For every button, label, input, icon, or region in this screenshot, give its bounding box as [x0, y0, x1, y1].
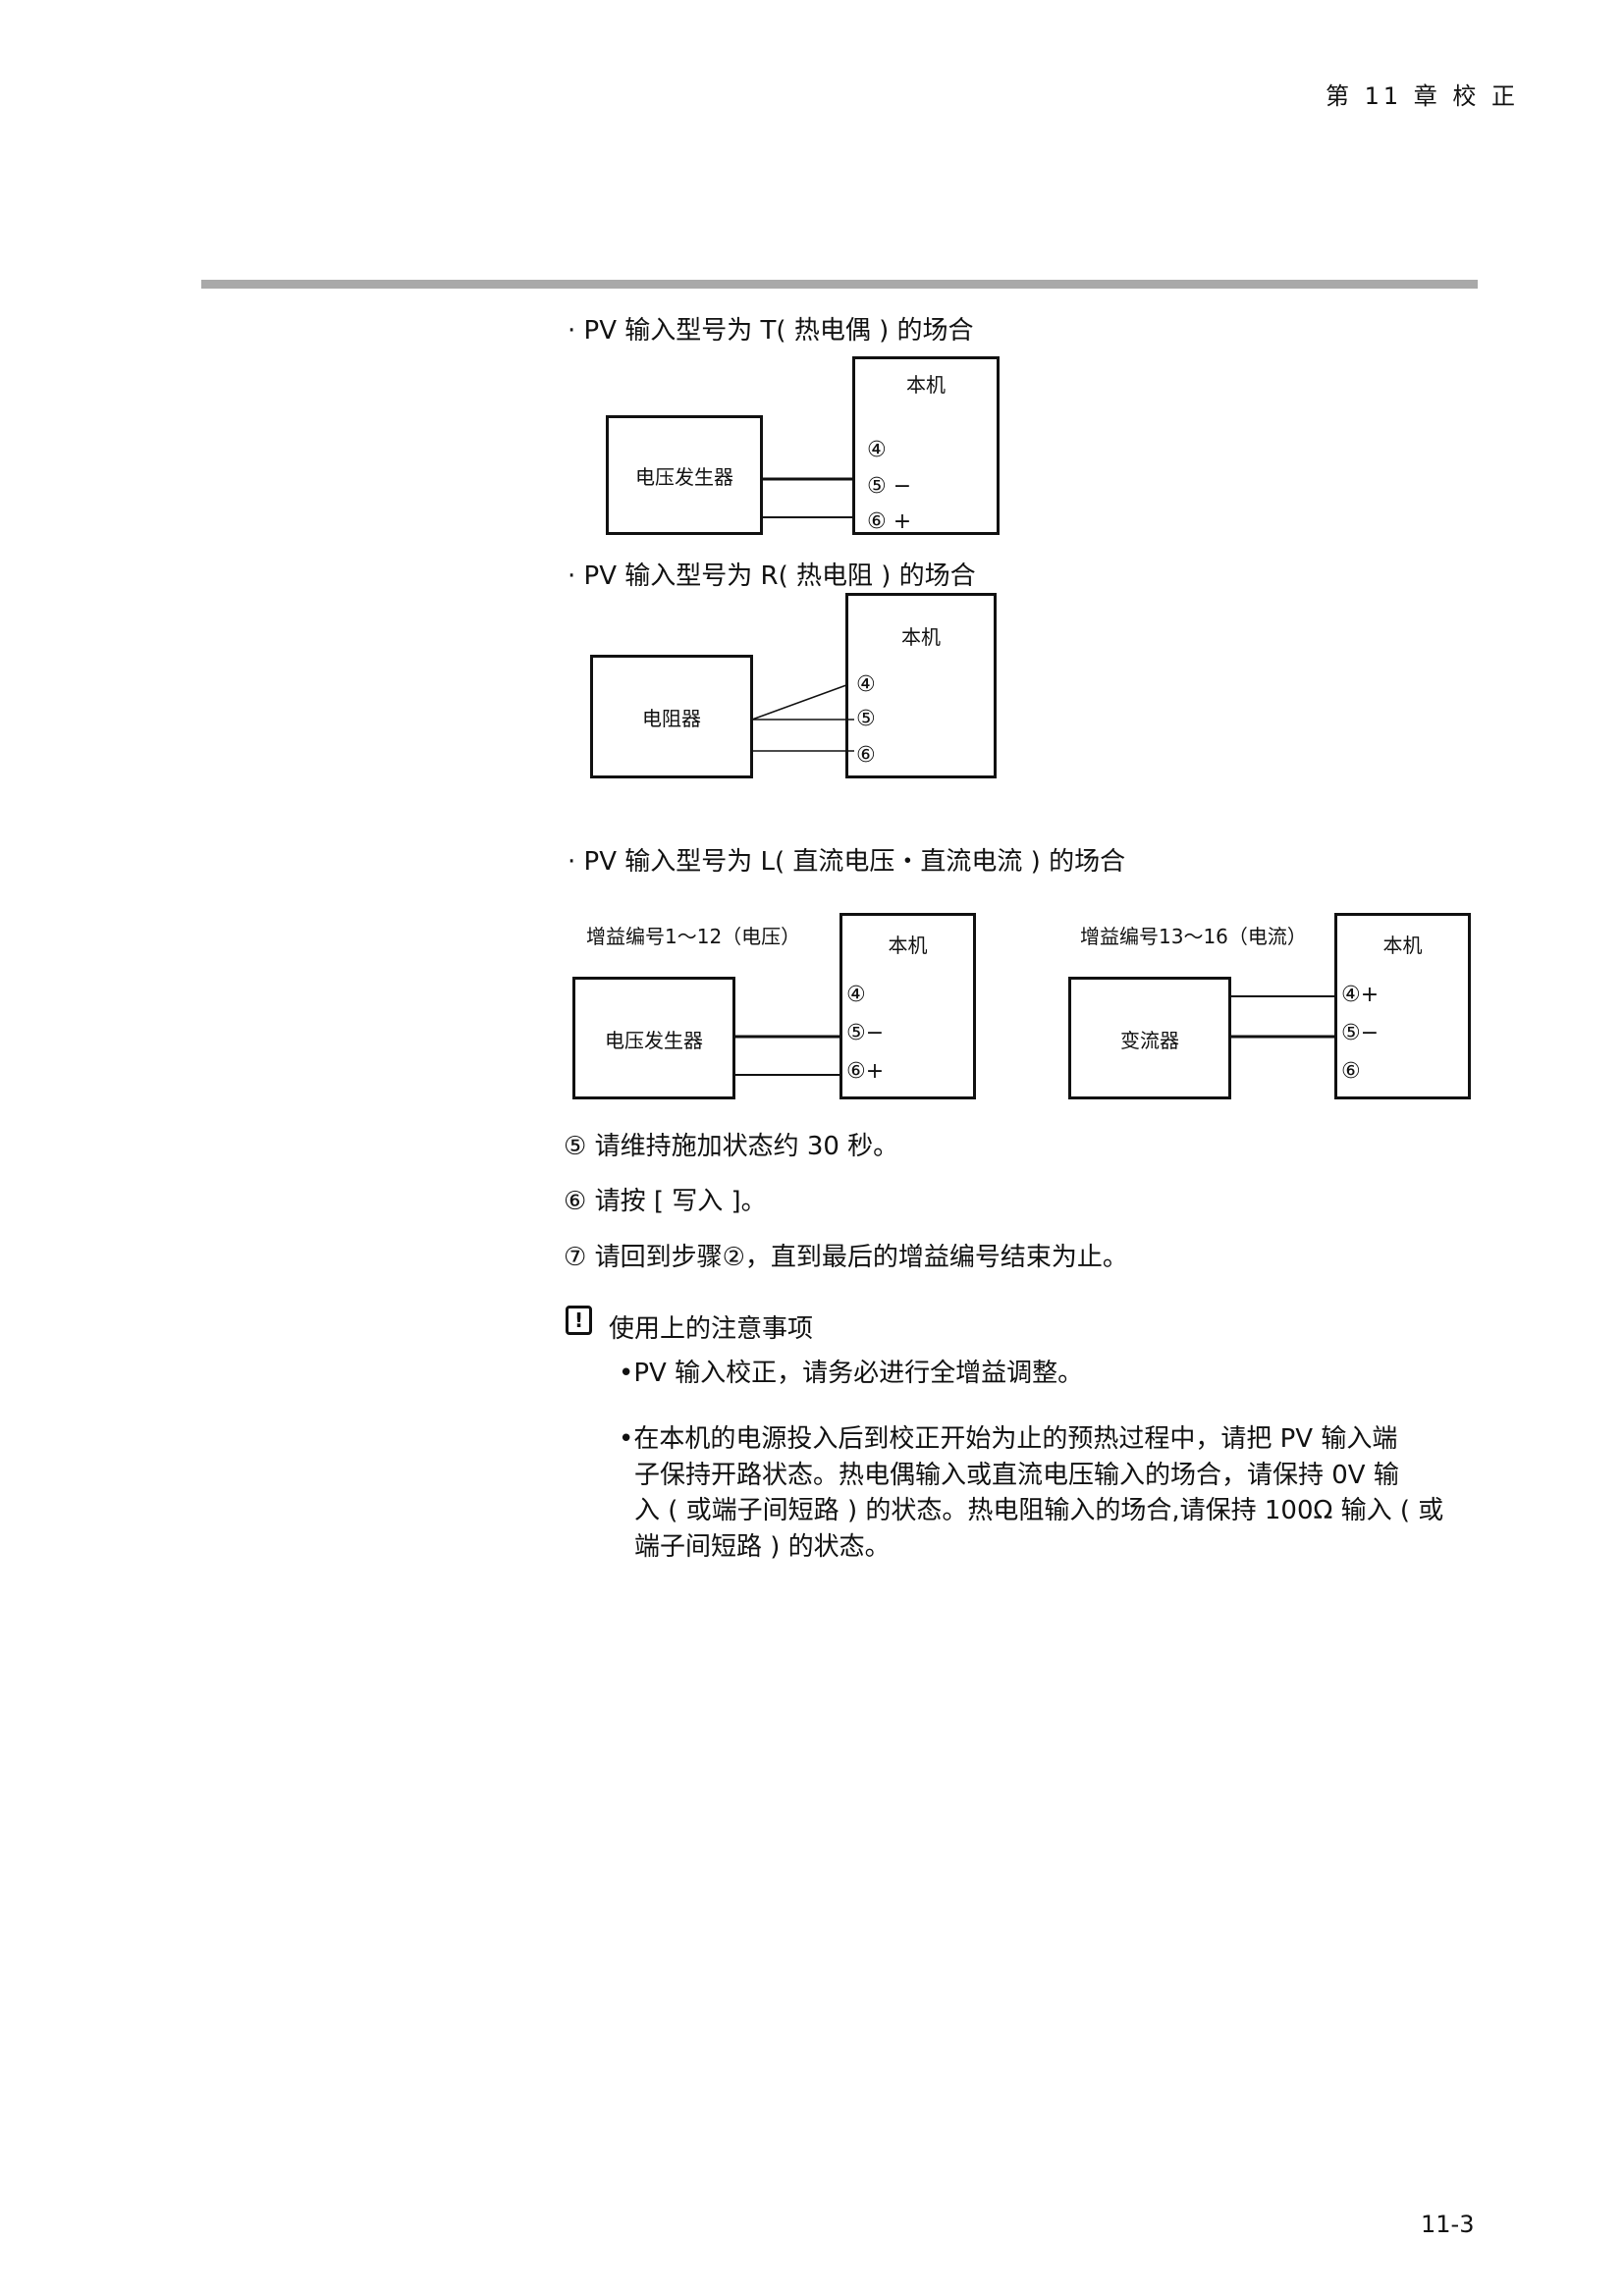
terminal-5: ⑤ −: [867, 474, 912, 499]
caution-bullet-2-line-2: 子保持开路状态。热电偶输入或直流电压输入的场合，请保持 0V 输: [634, 1461, 1399, 1490]
converter-box: 变流器: [1068, 977, 1231, 1099]
terminal-4: ④: [856, 672, 876, 697]
unit-label: 本机: [1382, 934, 1423, 957]
header-rule: [201, 280, 1478, 289]
terminal-4: ④+: [1341, 983, 1380, 1007]
step-7: ⑦ 请回到步骤②，直到最后的增益编号结束为止。: [564, 1243, 1128, 1272]
unit-label: 本机: [906, 373, 946, 397]
section-title-r: · PV 输入型号为 R( 热电阻 ) 的场合: [568, 561, 976, 591]
caution-title: 使用上的注意事项: [609, 1314, 814, 1344]
caution-bullet-2-line-1: •在本机的电源投入后到校正开始为止的预热过程中，请把 PV 输入端: [619, 1424, 1398, 1454]
chapter-header: 第 11 章 校 正: [1326, 82, 1520, 110]
section-title-t: · PV 输入型号为 T( 热电偶 ) 的场合: [568, 316, 974, 346]
current-gain-caption: 增益编号13～16（电流）: [1080, 925, 1307, 948]
terminal-5: ⑤: [856, 707, 876, 731]
unit-box: 本机 ④ ⑤ ⑥: [845, 593, 997, 778]
source-label: 变流器: [1120, 1029, 1179, 1052]
section-title-l: · PV 输入型号为 L( 直流电压・直流电流 ) 的场合: [568, 847, 1126, 877]
resistor-box: 电阻器: [590, 655, 753, 778]
terminal-5: ⑤−: [1341, 1021, 1380, 1045]
unit-box: 本机 ④+ ⑤− ⑥: [1334, 913, 1471, 1099]
step-5: ⑤ 请维持施加状态约 30 秒。: [564, 1132, 899, 1161]
terminal-4: ④: [846, 983, 866, 1007]
terminal-6: ⑥: [856, 743, 876, 768]
unit-box: 本机 ④ ⑤ − ⑥ +: [852, 356, 1000, 535]
source-label: 电压发生器: [635, 465, 733, 489]
caution-bullet-2-line-3: 入 ( 或端子间短路 ) 的状态。热电阻输入的场合,请保持 100Ω 输入 ( …: [634, 1496, 1444, 1525]
terminal-6: ⑥ +: [867, 509, 912, 534]
source-label: 电阻器: [642, 707, 701, 730]
unit-label: 本机: [901, 625, 941, 649]
step-6: ⑥ 请按 [ 写入 ]。: [564, 1187, 767, 1216]
caution-icon: !: [566, 1306, 592, 1335]
source-label: 电压发生器: [605, 1029, 703, 1052]
unit-box: 本机 ④ ⑤− ⑥+: [839, 913, 976, 1099]
voltage-generator-box: 电压发生器: [572, 977, 735, 1099]
terminal-4: ④: [867, 438, 887, 462]
voltage-generator-box: 电压发生器: [606, 415, 763, 535]
caution-bullet-2-line-4: 端子间短路 ) 的状态。: [634, 1532, 891, 1562]
page-number: 11-3: [1421, 2211, 1475, 2238]
terminal-6: ⑥+: [846, 1059, 885, 1084]
terminal-5: ⑤−: [846, 1021, 885, 1045]
terminal-6: ⑥: [1341, 1059, 1361, 1084]
caution-bullet-1: •PV 输入校正，请务必进行全增益调整。: [619, 1359, 1084, 1388]
unit-label: 本机: [888, 934, 928, 957]
voltage-gain-caption: 增益编号1～12（电压）: [586, 925, 801, 948]
